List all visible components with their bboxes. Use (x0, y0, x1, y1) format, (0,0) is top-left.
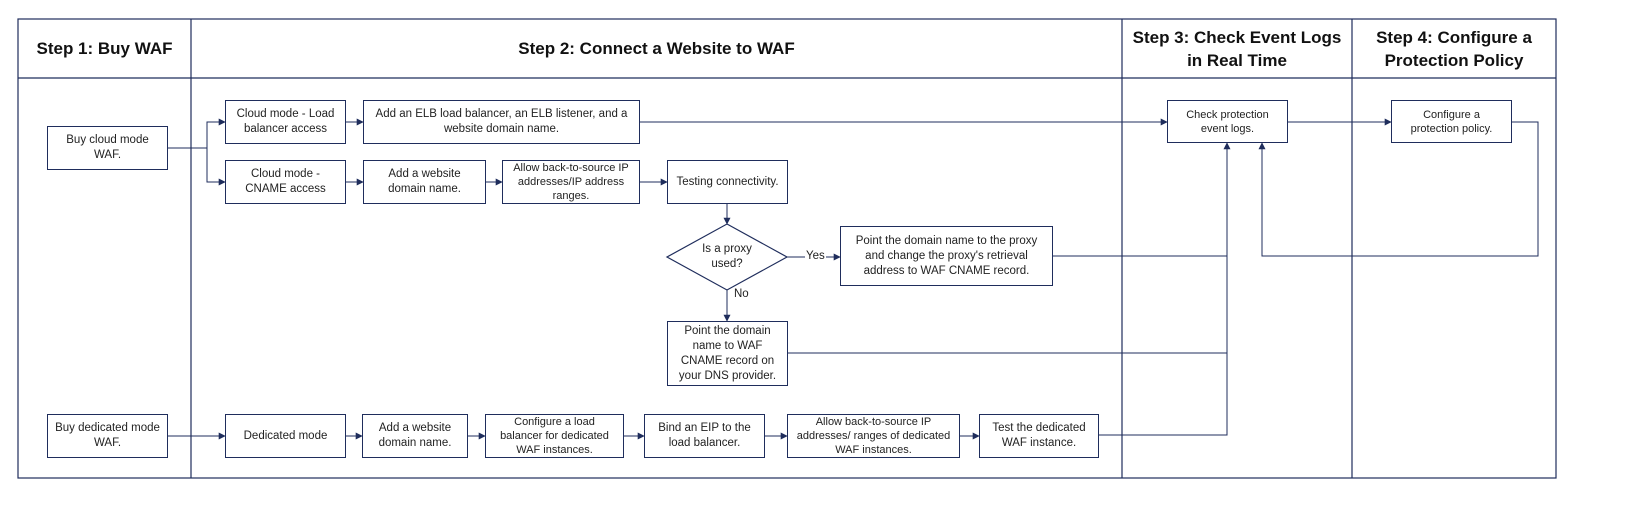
swimlane-frame (17, 18, 1557, 479)
point-proxy-node: Point the domain name to the proxy and c… (840, 226, 1053, 286)
buy-cloud-waf-node: Buy cloud mode WAF. (47, 126, 168, 170)
lane-header-step3: Step 3: Check Event Logs in Real Time (1132, 27, 1342, 70)
lane-header-step1: Step 1: Buy WAF (36, 39, 173, 58)
cloud-cname-access-node: Cloud mode - CNAME access (225, 160, 346, 204)
yes-label: Yes (805, 250, 826, 262)
add-domain-dedicated-node: Add a website domain name. (362, 414, 468, 458)
proxy-decision-label: Is a proxy used? (702, 243, 752, 270)
config-policy-node: Configure a protection policy. (1391, 100, 1512, 143)
buy-dedicated-waf-node: Buy dedicated mode WAF. (47, 414, 168, 458)
lane-header-step4: Step 4: Configure a Protection Policy (1376, 27, 1532, 70)
allow-ip-cname-node: Allow back-to-source IP addresses/IP add… (502, 160, 640, 204)
add-domain-cname-node: Add a website domain name. (363, 160, 486, 204)
dedicated-mode-node: Dedicated mode (225, 414, 346, 458)
allow-ip-dedicated-node: Allow back-to-source IP addresses/ range… (787, 414, 960, 458)
check-logs-node: Check protection event logs. (1167, 100, 1288, 143)
point-dns-node: Point the domain name to WAF CNAME recor… (667, 321, 788, 386)
bind-eip-node: Bind an EIP to the load balancer. (644, 414, 765, 458)
config-lb-node: Configure a load balancer for dedicated … (485, 414, 624, 458)
cloud-lb-access-node: Cloud mode - Load balancer access (225, 100, 346, 144)
proxy-decision-diamond (665, 223, 789, 291)
no-label: No (733, 288, 750, 300)
testing-connectivity-node: Testing connectivity. (667, 160, 788, 204)
lane-header-step2: Step 2: Connect a Website to WAF (518, 39, 795, 58)
test-dedicated-node: Test the dedicated WAF instance. (979, 414, 1099, 458)
add-elb-node: Add an ELB load balancer, an ELB listene… (363, 100, 640, 144)
